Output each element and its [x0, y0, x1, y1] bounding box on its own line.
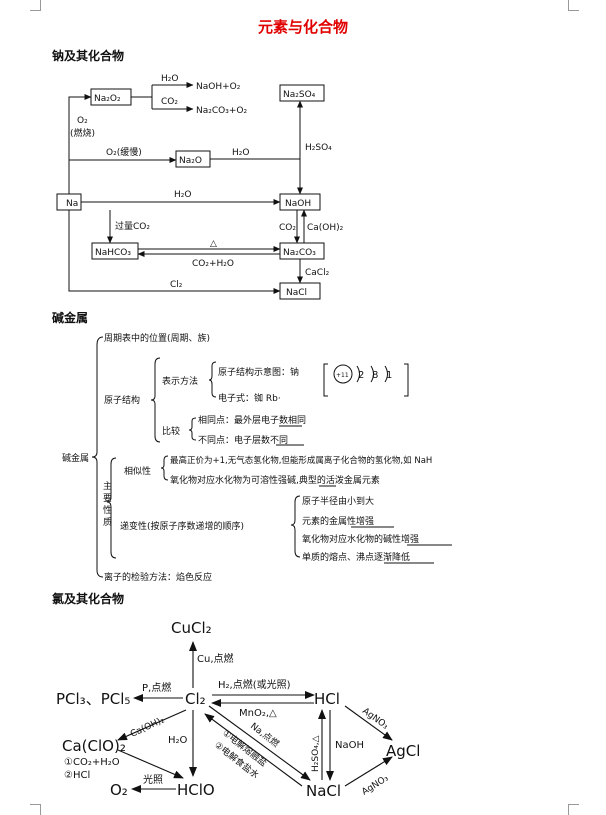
label-hcl-2: ②HCl	[64, 770, 90, 781]
alkali-grad-1: 原子半径由小到大	[302, 495, 374, 507]
alkali-gradation: 递变性(按原子序数递增的顺序)	[120, 520, 244, 532]
alkali-sim-2: 氧化物对应水化物为可溶性强碱,典型的活泼金属元素	[170, 474, 380, 486]
alkali-shell-3: 1	[386, 370, 392, 381]
label-naoh: NaOH	[335, 740, 364, 751]
alkali-same: 相同点：最外层电子数相同	[198, 414, 306, 426]
chem-nacl: NaCl	[306, 782, 341, 800]
label-na2so4: Na₂SO₄	[283, 90, 316, 100]
label-h2o-na2o: H₂O	[232, 148, 249, 158]
label-mno2: MnO₂,△	[239, 708, 277, 719]
label-nahco3: NaHCO₃	[95, 248, 131, 258]
label-nacl: NaCl	[286, 288, 307, 298]
alkali-nucleus: +11	[336, 372, 349, 379]
chem-pcl3-pcl5: PCl₃、PCl₅	[56, 690, 130, 708]
alkali-main-props: 主 要 性 质	[103, 480, 112, 528]
label-na: Na	[66, 199, 78, 209]
label-delta: △	[210, 239, 217, 249]
label-p-ignite: P,点燃	[142, 681, 171, 694]
label-excess-co2: 过量CO₂	[115, 220, 150, 232]
alkali-sim-1: 最高正价为+1,无气态氢化物,但能形成属离子化合物的氢化物,如 NaH	[170, 455, 432, 466]
alkali-grad-2: 元素的金属性增强	[302, 515, 374, 527]
chem-cl2: Cl₂	[185, 690, 206, 708]
alkali-root: 碱金属	[62, 452, 89, 464]
section-title-chlorine: 氯及其化合物	[52, 592, 125, 606]
alkali-atomic-structure: 原子结构	[104, 394, 140, 406]
alkali-grad-4: 单质的熔点、沸点逐渐降低	[302, 551, 410, 563]
label-co2-small: CO₂	[279, 223, 296, 233]
section-title-sodium: 钠及其化合物	[52, 49, 125, 63]
chem-agcl: AgCl	[386, 742, 420, 760]
page-title: 元素与化合物	[257, 18, 348, 36]
corner-mark-top-left	[30, 0, 41, 11]
svg-text:主: 主	[103, 480, 112, 492]
label-naoh-o2: NaOH+O₂	[196, 82, 241, 92]
label-cu-ignite: Cu,点燃	[197, 652, 234, 665]
label-o2-slow: O₂(缓慢)	[106, 146, 142, 158]
alkali-ion-test: 离子的检验方法：焰色反应	[104, 571, 212, 583]
label-light: 光照	[143, 773, 163, 786]
svg-text:性: 性	[103, 504, 112, 516]
label-naoh: NaOH	[285, 199, 311, 209]
label-na-ignite: Na,点燃	[248, 720, 281, 750]
alkali-shell-2: 8	[372, 370, 378, 381]
label-h2so4: H₂SO₄	[305, 143, 332, 153]
label-o2: O₂	[77, 116, 88, 126]
alkali-electron-formula: 电子式：铷 Rb·	[218, 392, 281, 404]
corner-mark-top-right	[568, 0, 579, 11]
chem-cucl2: CuCl₂	[171, 619, 212, 637]
label-h2so4: H₂SO₄,△	[311, 735, 321, 772]
label-co2-top: CO₂	[161, 97, 178, 107]
label-h2o-top: H₂O	[161, 74, 178, 84]
label-na2o2: Na₂O₂	[94, 94, 121, 104]
corner-mark-bottom-left	[30, 804, 41, 815]
chem-o2: O₂	[110, 781, 128, 799]
label-burn: (燃烧)	[70, 127, 95, 139]
label-h2-ignite: H₂,点燃(或光照)	[218, 678, 291, 691]
alkali-structure-diagram: 原子结构示意图：钠	[218, 366, 299, 378]
label-cl2: Cl₂	[170, 280, 183, 290]
svg-text:要: 要	[103, 493, 112, 504]
svg-text:质: 质	[103, 516, 112, 528]
alkali-similarity: 相似性	[124, 465, 151, 477]
chlorine-arrows	[117, 641, 393, 793]
alkali-underlines	[276, 425, 452, 564]
label-h2o-na: H₂O	[174, 190, 191, 200]
alkali-grad-3: 氧化物对应水化物的碱性增强	[302, 533, 419, 545]
label-caoh2: Ca(OH)₂	[307, 223, 344, 233]
alkali-diff: 不同点：电子层数不同	[198, 434, 288, 446]
chem-hcl: HCl	[314, 690, 340, 708]
label-caoh2: Ca(OH)₂	[129, 715, 166, 740]
label-co2-h2o: ①CO₂+H₂O	[64, 757, 120, 768]
alkali-shell-1: 2	[358, 370, 364, 381]
alkali-representation: 表示方法	[162, 375, 198, 387]
section-title-alkali: 碱金属	[52, 311, 89, 325]
label-na2o: Na₂O	[179, 156, 202, 166]
label-cacl2: CaCl₂	[305, 268, 330, 278]
label-co2-h2o: CO₂+H₂O	[192, 259, 234, 269]
alkali-position: 周期表中的位置(周期、族)	[104, 332, 210, 344]
chem-hclo: HClO	[177, 781, 215, 799]
label-h2o: H₂O	[168, 735, 188, 746]
chem-caclo2: Ca(ClO)₂	[62, 737, 126, 755]
alkali-compare: 比较	[162, 425, 180, 437]
label-na2co3-o2: Na₂CO₃+O₂	[196, 106, 247, 116]
corner-mark-bottom-right	[568, 804, 579, 815]
alkali-brackets	[91, 336, 409, 578]
label-agno3-bottom: AgNO₃	[360, 773, 390, 797]
label-na2co3: Na₂CO₃	[283, 248, 316, 258]
